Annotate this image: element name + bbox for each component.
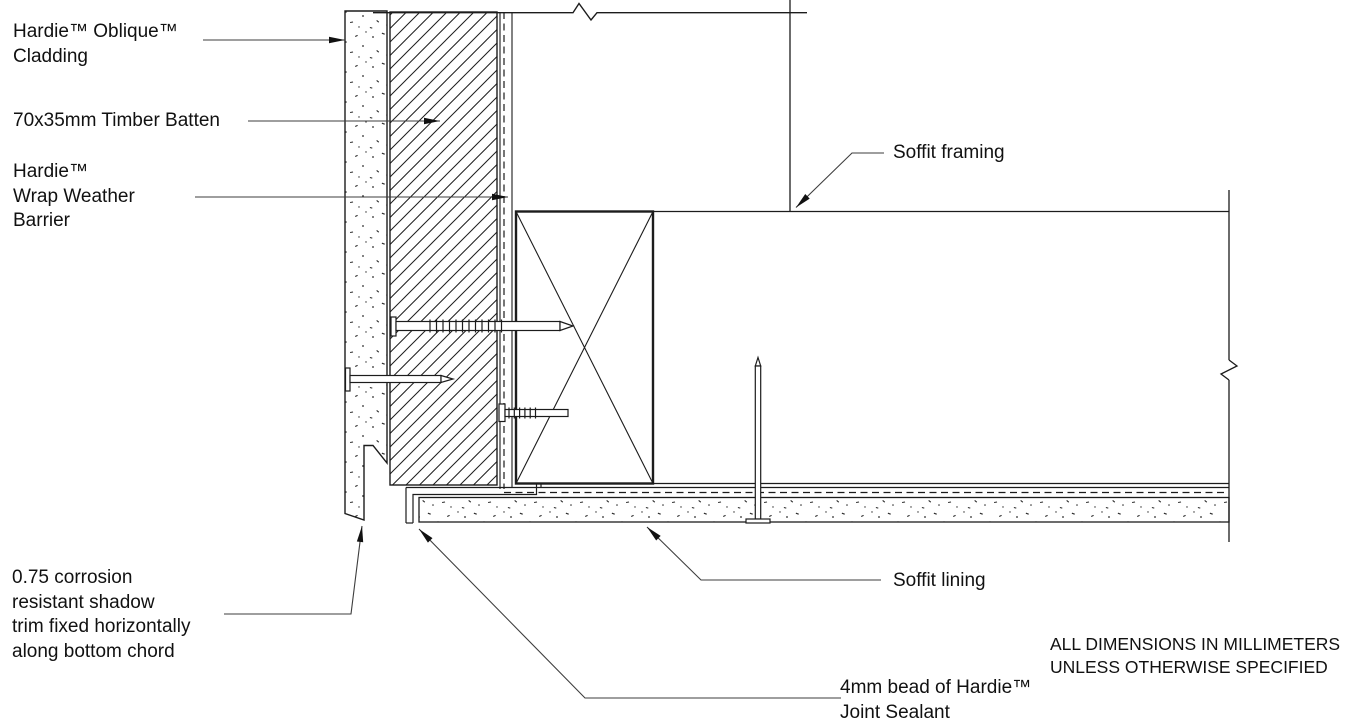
wall-top-line-with-break bbox=[373, 2, 807, 22]
label-dimensions-note: ALL DIMENSIONS IN MILLIMETERS UNLESS OTH… bbox=[1050, 634, 1341, 677]
leader-joint-sealant bbox=[418, 528, 841, 699]
label-soffit-lining: Soffit lining bbox=[893, 570, 986, 591]
soffit-lining-section bbox=[418, 496, 1230, 523]
label-cladding: Hardie™ Oblique™ Cladding bbox=[13, 21, 178, 67]
nail-soffit-lining bbox=[745, 355, 771, 524]
label-weather-barrier: Hardie™ Wrap Weather Barrier bbox=[13, 161, 135, 231]
leader-soffit-lining bbox=[646, 526, 881, 581]
soffit-framing-lines bbox=[653, 0, 1229, 485]
timber-batten-section bbox=[389, 11, 498, 486]
label-timber-batten: 70x35mm Timber Batten bbox=[13, 110, 220, 131]
leader-soffit-framing bbox=[795, 152, 884, 208]
fasteners bbox=[344, 316, 771, 524]
label-soffit-framing: Soffit framing bbox=[893, 142, 1005, 163]
leader-shadow-trim bbox=[224, 525, 364, 615]
cladding-section bbox=[344, 10, 388, 521]
leader-lines bbox=[195, 36, 884, 699]
label-joint-sealant: 4mm bead of Hardie™ Joint Sealant bbox=[840, 677, 1032, 723]
screw-long bbox=[390, 316, 575, 337]
label-shadow-trim: 0.75 corrosion resistant shadow trim fix… bbox=[12, 567, 191, 662]
screw-small bbox=[498, 403, 569, 423]
nail-cladding bbox=[344, 367, 456, 392]
shadow-trim-profile bbox=[405, 483, 1229, 524]
right-break-line bbox=[1219, 190, 1239, 542]
bottom-chord-member bbox=[514, 210, 655, 485]
